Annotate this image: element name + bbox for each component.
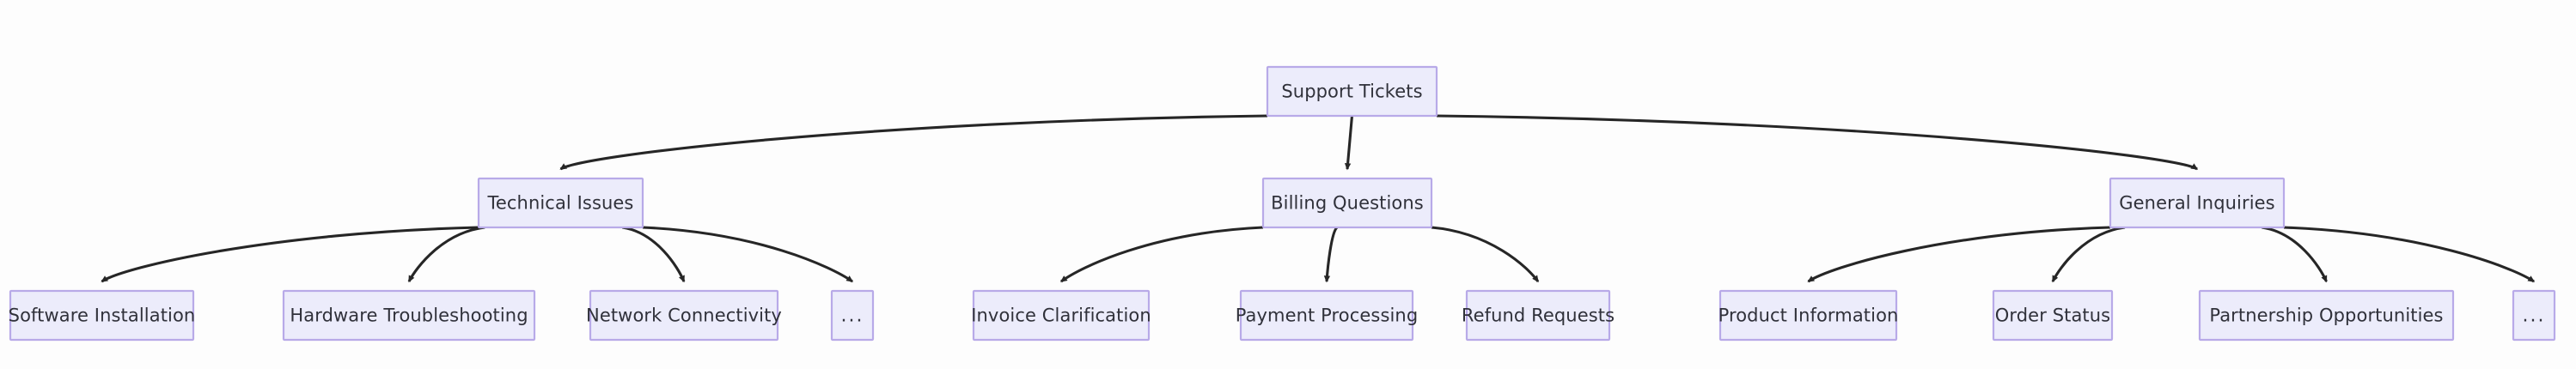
node-label-support-tickets: Support Tickets <box>1281 82 1422 102</box>
node-box-general-inquiries[interactable] <box>2109 177 2286 229</box>
node-product-information[interactable]: Product Information <box>1718 289 1899 342</box>
node-label-payment-processing: Payment Processing <box>1236 305 1419 326</box>
edge-general-inquiries-to-order-status <box>2051 226 2126 283</box>
node-box-hardware-troubleshooting[interactable] <box>282 289 536 342</box>
node-technical-issues[interactable]: Technical Issues <box>477 177 644 229</box>
node-label-software-installation: Software Installation <box>9 305 196 326</box>
node-order-status[interactable]: Order Status <box>1992 289 2114 342</box>
node-ellipsis[interactable]: ... <box>830 289 875 342</box>
edge-billing-questions-to-refund-requests <box>1431 226 1540 283</box>
node-invoice-clarification[interactable]: Invoice Clarification <box>971 289 1151 342</box>
node-network-connectivity[interactable]: Network Connectivity <box>586 289 782 342</box>
node-box-billing-questions[interactable] <box>1261 177 1433 229</box>
edge-general-inquiries-to-product-information <box>1807 226 2111 283</box>
node-label-general-inquiries: General Inquiries <box>2119 193 2274 214</box>
node-box-product-information[interactable] <box>1718 289 1898 342</box>
node-label-billing-questions: Billing Questions <box>1271 193 1424 214</box>
node-software-installation[interactable]: Software Installation <box>9 289 196 342</box>
node-label-ellipsis: ... <box>2523 305 2546 327</box>
edge-layer <box>101 114 2536 283</box>
node-box-network-connectivity[interactable] <box>589 289 779 342</box>
node-box-refund-requests[interactable] <box>1465 289 1611 342</box>
node-box-payment-processing[interactable] <box>1239 289 1414 342</box>
node-label-hardware-troubleshooting: Hardware Troubleshooting <box>290 305 528 326</box>
node-box-invoice-clarification[interactable] <box>972 289 1151 342</box>
edge-general-inquiries-to-ellipsis <box>2283 226 2536 283</box>
edge-support-tickets-to-general-inquiries <box>1436 114 2199 171</box>
node-box-ellipsis[interactable] <box>830 289 875 342</box>
edge-technical-issues-to-hardware-troubleshooting <box>407 226 485 283</box>
node-label-ellipsis: ... <box>841 305 864 327</box>
node-box-software-installation[interactable] <box>9 289 195 342</box>
edge-technical-issues-to-network-connectivity <box>622 226 686 283</box>
node-general-inquiries[interactable]: General Inquiries <box>2109 177 2286 229</box>
edge-billing-questions-to-payment-processing <box>1323 226 1339 283</box>
node-support-tickets[interactable]: Support Tickets <box>1266 65 1438 118</box>
node-box-technical-issues[interactable] <box>477 177 644 229</box>
node-label-technical-issues: Technical Issues <box>487 193 634 214</box>
node-label-refund-requests: Refund Requests <box>1462 305 1615 326</box>
node-billing-questions[interactable]: Billing Questions <box>1261 177 1433 229</box>
node-box-partnership-opportunities[interactable] <box>2198 289 2455 342</box>
node-label-order-status: Order Status <box>1995 305 2110 326</box>
node-refund-requests[interactable]: Refund Requests <box>1462 289 1615 342</box>
edge-technical-issues-to-software-installation <box>101 226 479 283</box>
node-label-invoice-clarification: Invoice Clarification <box>971 305 1151 326</box>
node-payment-processing[interactable]: Payment Processing <box>1236 289 1419 342</box>
node-label-partnership-opportunities: Partnership Opportunities <box>2209 305 2443 326</box>
node-label-product-information: Product Information <box>1718 305 1899 326</box>
edge-support-tickets-to-technical-issues <box>559 114 1268 171</box>
edge-general-inquiries-to-partnership-opportunities <box>2262 226 2328 283</box>
node-box-order-status[interactable] <box>1992 289 2114 342</box>
edge-support-tickets-to-billing-questions <box>1344 115 1354 171</box>
node-box-ellipsis[interactable] <box>2512 289 2556 342</box>
node-hardware-troubleshooting[interactable]: Hardware Troubleshooting <box>282 289 536 342</box>
node-ellipsis[interactable]: ... <box>2512 289 2556 342</box>
node-box-support-tickets[interactable] <box>1266 65 1438 118</box>
node-partnership-opportunities[interactable]: Partnership Opportunities <box>2198 289 2455 342</box>
edge-technical-issues-to-ellipsis <box>642 226 854 283</box>
node-label-network-connectivity: Network Connectivity <box>586 305 782 326</box>
edge-billing-questions-to-invoice-clarification <box>1059 226 1264 283</box>
